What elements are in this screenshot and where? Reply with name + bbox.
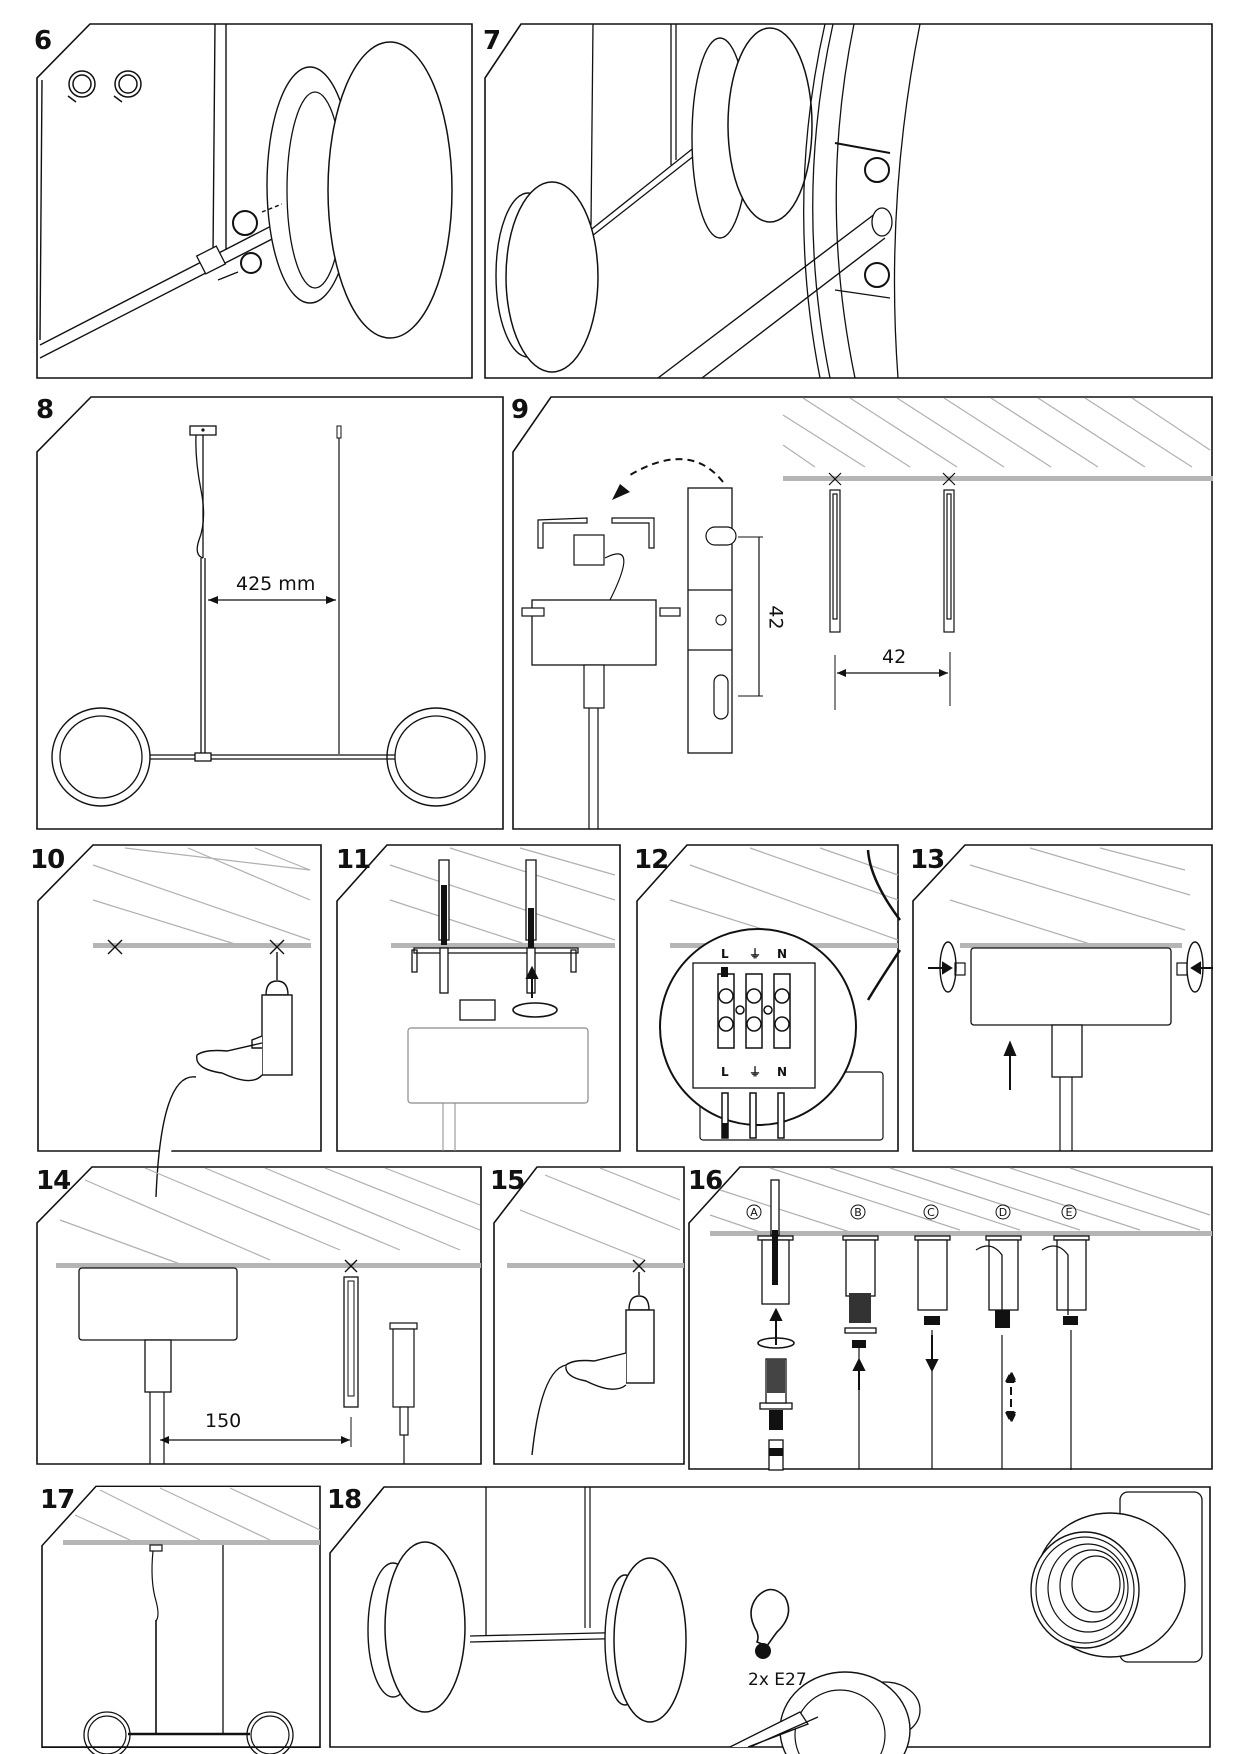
sub-step-label-c: C [927, 1206, 935, 1219]
step-16-illustration: A B C D E [688, 1166, 1213, 1471]
step-13-illustration [912, 844, 1213, 1152]
step-14-illustration [36, 1166, 482, 1465]
step-15-panel: 15 [490, 1160, 690, 1480]
step-number: 9 [511, 395, 529, 425]
sub-step-label-b: B [854, 1206, 862, 1219]
step-18-panel: 18 2x E27 [320, 1480, 1241, 1754]
step-number: 7 [483, 26, 501, 56]
step-number: 17 [40, 1485, 75, 1515]
step-number: 16 [688, 1166, 723, 1196]
step-8-panel: 8 425 mm [0, 390, 510, 840]
step-12-illustration: L ⏚ N L ⏚ N [636, 844, 902, 1152]
step-10-illustration [37, 844, 322, 1198]
step-number: 8 [36, 395, 54, 425]
step-number: 10 [30, 845, 65, 875]
terminal-label-n-top: N [777, 947, 787, 961]
step-11-illustration [336, 844, 621, 1152]
step-9-illustration [512, 396, 1213, 830]
dimension-label-150: 150 [205, 1410, 242, 1432]
dimension-label-horizontal-42: 42 [882, 646, 907, 668]
step-6-illustration [36, 23, 473, 379]
sub-step-label-e: E [1066, 1206, 1073, 1219]
step-9-panel: 9 [510, 390, 1241, 840]
ground-symbol-bottom: ⏚ [749, 1065, 761, 1079]
step-8-illustration [36, 396, 504, 830]
step-number: 18 [327, 1485, 362, 1515]
step-number: 12 [634, 845, 669, 875]
sub-step-label-d: D [999, 1206, 1007, 1219]
step-6-panel: 6 [0, 0, 480, 390]
step-11-panel: 11 [330, 840, 630, 1160]
step-7-illustration [484, 23, 1213, 379]
dimension-label-425mm: 425 mm [236, 573, 316, 595]
step-number: 13 [910, 845, 945, 875]
step-17-illustration [41, 1485, 321, 1754]
light-bulb-icon [750, 1588, 790, 1659]
step-16-panel: 16 [680, 1160, 1241, 1480]
dimension-label-vertical-42: 42 [764, 605, 787, 630]
step-10-panel: 10 [0, 840, 330, 1198]
step-15-illustration [493, 1166, 685, 1465]
terminal-label-l-top: L [721, 947, 729, 961]
terminal-label-n-bottom: N [777, 1065, 787, 1079]
step-12-panel: 12 L ⏚ N L ⏚ N [630, 840, 910, 1160]
sub-step-label-a: A [750, 1206, 758, 1219]
step-18-illustration: 2x E27 [329, 1486, 1211, 1754]
step-14-panel: 14 150 [0, 1160, 490, 1480]
knob-icon [67, 70, 142, 103]
step-17-panel: 17 [0, 1480, 330, 1754]
ground-symbol-top: ⏚ [749, 947, 761, 961]
step-7-panel: 7 [480, 0, 1241, 390]
step-13-panel: 13 [910, 840, 1241, 1160]
drill-icon [531, 1272, 655, 1456]
terminal-label-l-bottom: L [721, 1065, 729, 1079]
step-number: 6 [34, 26, 52, 56]
bulb-quantity-label: 2x E27 [748, 1670, 807, 1690]
step-number: 14 [36, 1166, 71, 1196]
